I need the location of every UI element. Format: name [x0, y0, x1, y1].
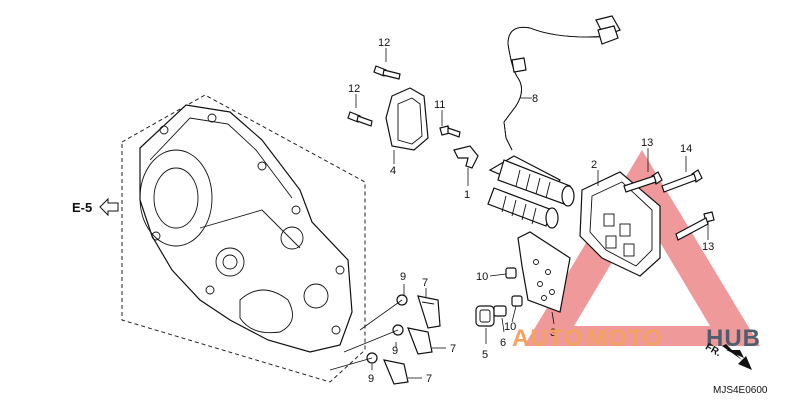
callout-1: 1 — [464, 189, 470, 201]
watermark-part-2: MOTO — [587, 325, 663, 352]
callout-12-lower: 12 — [348, 83, 360, 95]
valve-body-2 — [579, 171, 661, 277]
front-direction-arrow — [722, 344, 752, 370]
bolt-14 — [661, 169, 703, 193]
callout-6: 6 — [500, 337, 506, 349]
callout-9-upper: 9 — [400, 271, 406, 283]
callout-9-lower: 9 — [368, 373, 374, 385]
watermark-part-1: AUTO — [512, 325, 584, 352]
reference-label: E-5 — [72, 200, 92, 215]
bolt-13-upper — [623, 171, 663, 193]
callout-12-upper: 12 — [378, 37, 390, 49]
callout-2: 2 — [591, 159, 597, 171]
dowel-10-upper — [505, 267, 517, 279]
callout-7-upper: 7 — [422, 277, 428, 289]
callout-13-lower: 13 — [702, 241, 714, 253]
side-cover — [139, 104, 353, 353]
case-dashed-outline — [121, 94, 366, 383]
sensor-7-middle — [392, 324, 433, 355]
callout-11: 11 — [434, 99, 445, 111]
gasket-5 — [475, 305, 495, 327]
callout-14: 14 — [680, 143, 692, 155]
callout-13-upper: 13 — [641, 137, 653, 149]
bracket-1 — [453, 145, 479, 169]
watermark-part-3: HUB — [706, 325, 761, 352]
watermark-text: AUTO MOTO HUB — [512, 325, 761, 352]
dowel-10-lower — [511, 295, 523, 307]
separator-plate-3 — [517, 231, 571, 313]
bolt-11 — [439, 125, 461, 138]
sensor-7-upper — [396, 294, 441, 329]
wire-harness-8 — [503, 15, 621, 151]
bolt-12-lower — [347, 111, 373, 127]
callout-10-upper: 10 — [476, 271, 488, 283]
reference-arrow — [99, 197, 119, 217]
callout-7-lower: 7 — [426, 373, 432, 385]
bolt-12-upper — [373, 65, 401, 80]
callout-9-middle: 9 — [392, 345, 398, 357]
callout-4: 4 — [390, 165, 396, 177]
callout-7-middle: 7 — [450, 343, 456, 355]
leader-lines — [329, 48, 709, 379]
callout-8: 8 — [532, 93, 538, 105]
solenoid-valves — [487, 155, 575, 229]
callout-10-lower: 10 — [504, 321, 516, 333]
callout-3: 3 — [550, 327, 556, 339]
cover-plate-4 — [385, 87, 429, 151]
callout-5: 5 — [482, 349, 488, 361]
filter-6 — [493, 305, 507, 317]
diagram-code: MJS4E0600 — [713, 385, 768, 396]
